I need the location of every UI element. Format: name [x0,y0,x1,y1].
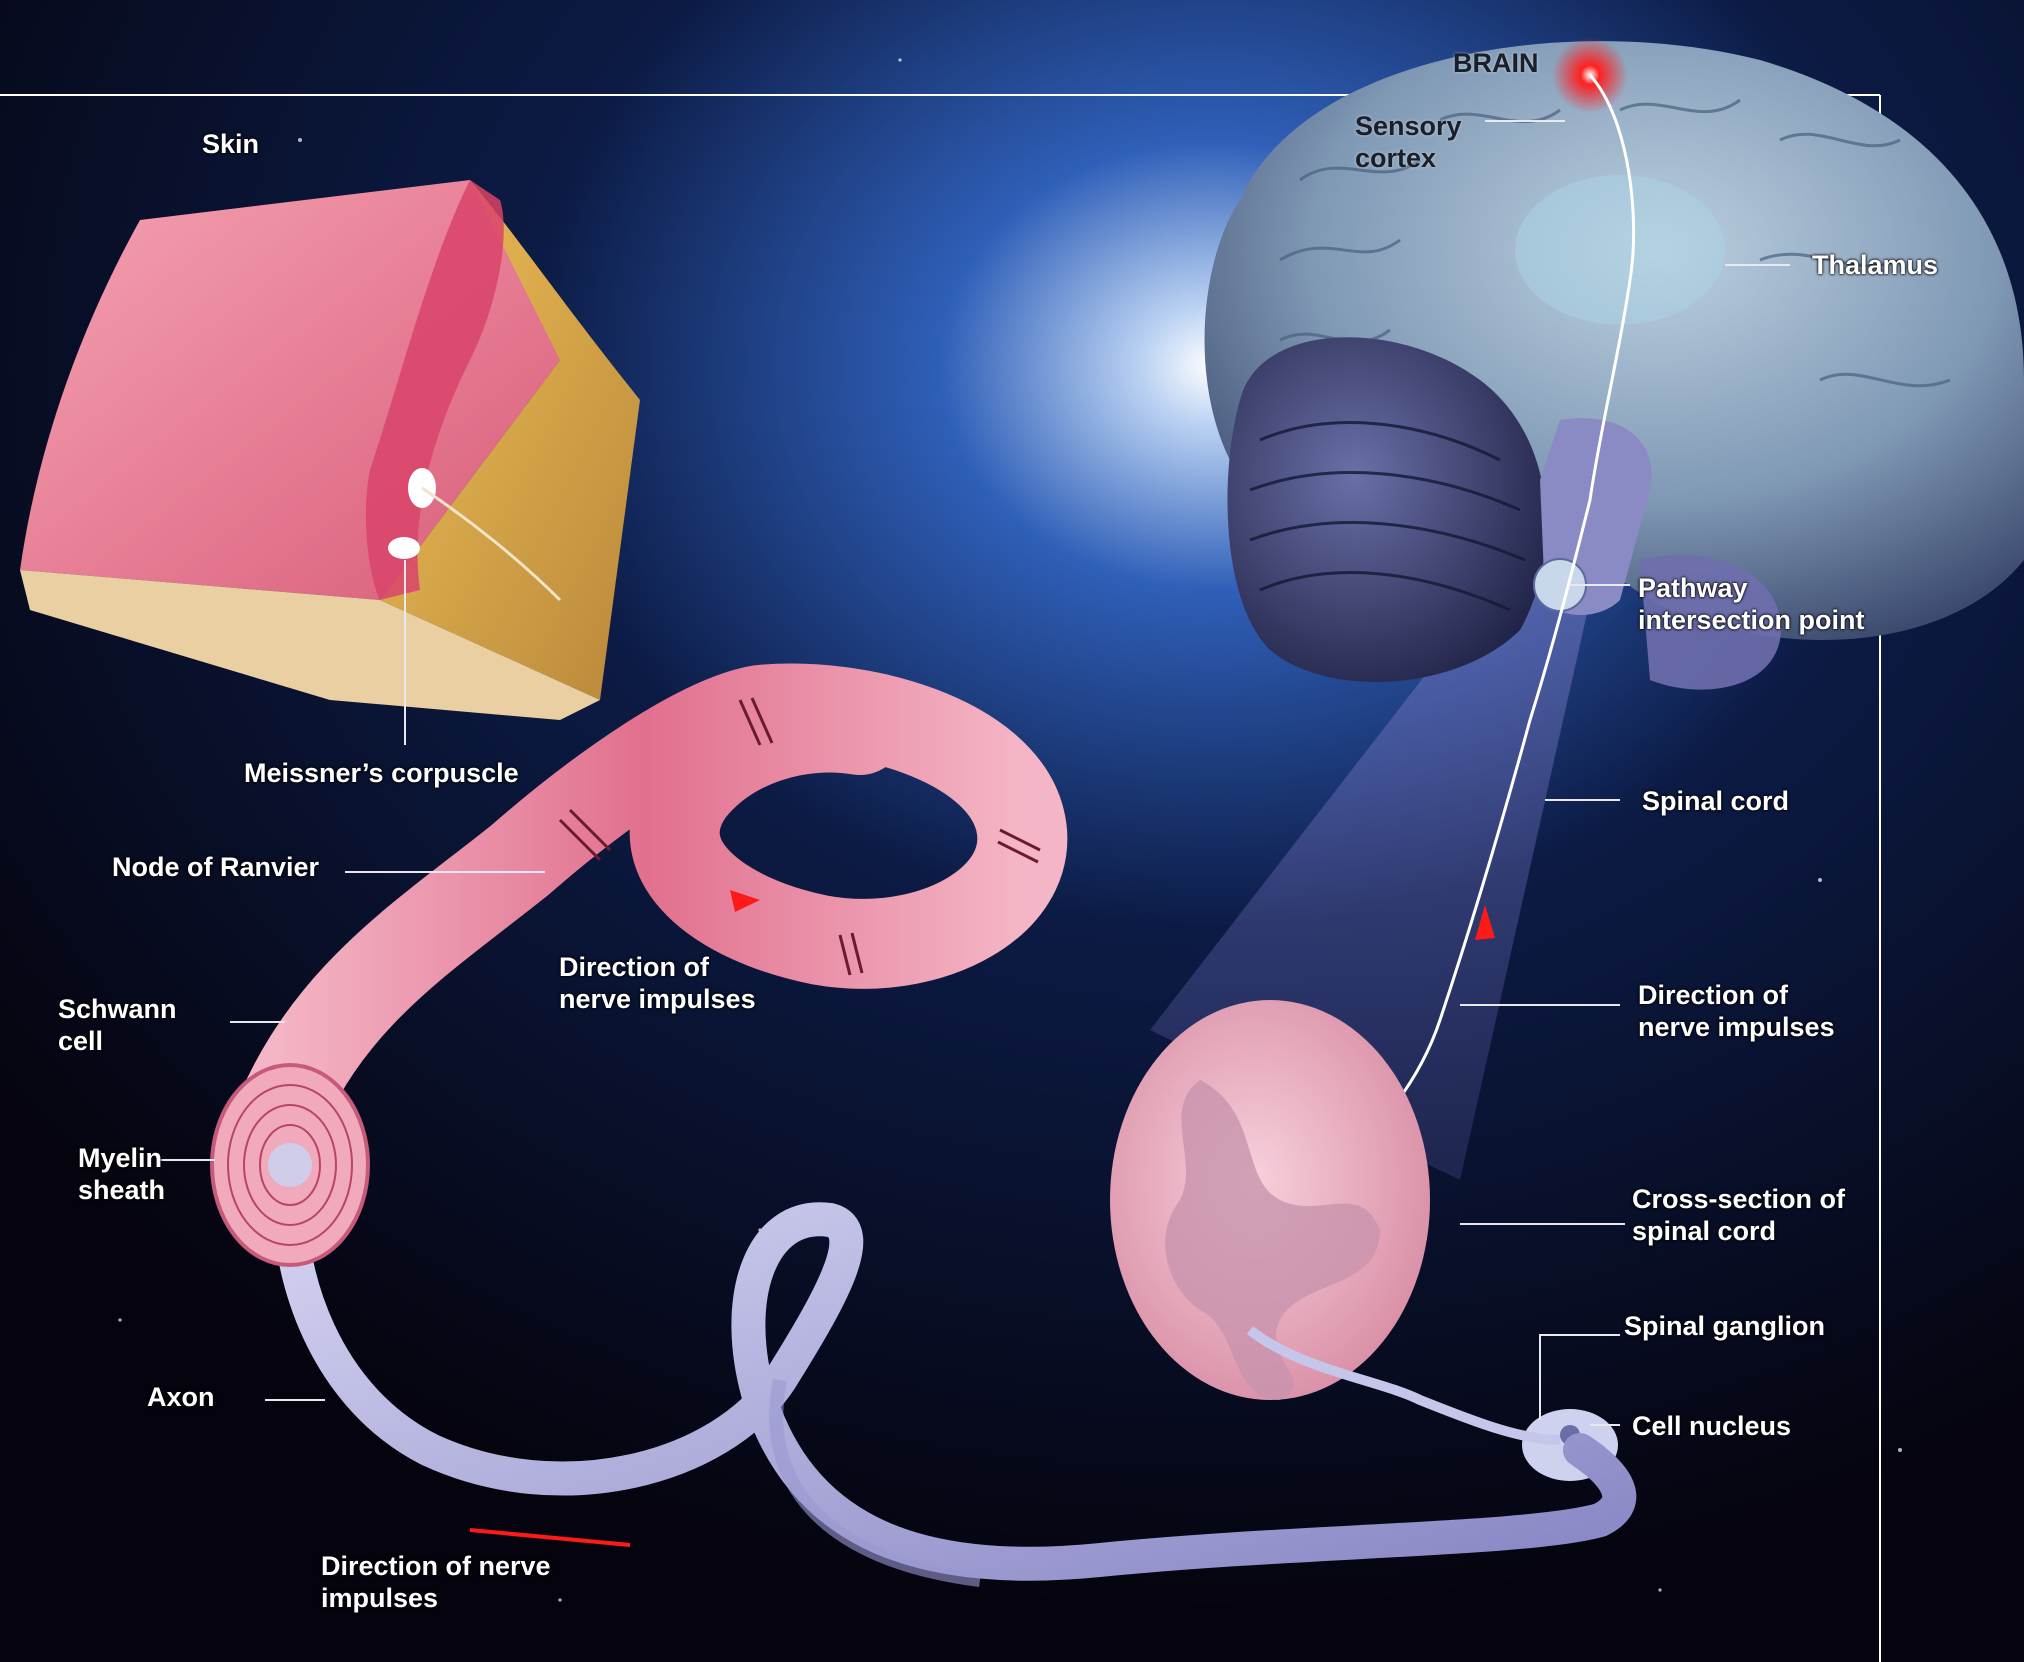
pathway-intersection-label: Pathway intersection point [1638,572,1865,636]
direction-nerve-impulses-middle-label: Direction of nerve impulses [559,951,756,1015]
myelin-sheath-label: Myelin sheath [78,1142,165,1206]
node-of-ranvier-label: Node of Ranvier [112,851,319,883]
axon-core [268,1143,312,1187]
meissner-corpuscle-b [388,537,420,559]
thalamus-shape [1515,175,1725,325]
axon-label: Axon [147,1381,215,1413]
cell-nucleus-label: Cell nucleus [1632,1410,1791,1442]
spinal-ganglion-label: Spinal ganglion [1624,1310,1825,1342]
meissners-corpuscle-label: Meissner’s corpuscle [244,757,519,789]
direction-nerve-impulses-bottom-label: Direction of nerve impulses [321,1550,551,1614]
spinal-cord-label: Spinal cord [1642,785,1789,817]
cross-section-label: Cross-section of spinal cord [1632,1183,1845,1247]
sensory-cortex-label: Sensory cortex [1355,110,1462,174]
skin-label: Skin [202,128,259,160]
schwann-cell-label: Schwann cell [58,993,177,1057]
direction-nerve-impulses-right-label: Direction of nerve impulses [1638,979,1835,1043]
thalamus-label: Thalamus [1812,249,1938,281]
brain-label: BRAIN [1453,47,1539,79]
